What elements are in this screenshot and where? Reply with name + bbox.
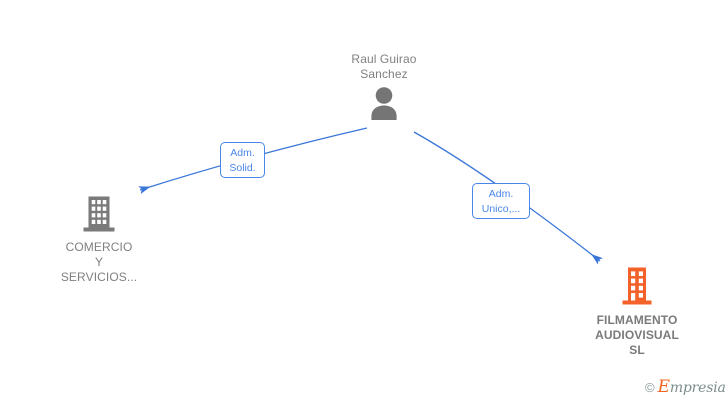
person-node[interactable]: Raul Guirao Sanchez xyxy=(309,52,459,120)
building-icon xyxy=(83,196,115,232)
relation-label-adm-unico[interactable]: Adm. Unico,... xyxy=(472,183,530,219)
company-node-filmamento[interactable]: FILMAMENTO AUDIOVISUAL SL xyxy=(557,266,717,358)
company-name-label: COMERCIO Y SERVICIOS... xyxy=(60,240,138,284)
empresia-logo-capital: E xyxy=(657,376,670,397)
empresia-logo: Empresia xyxy=(657,376,726,397)
building-icon xyxy=(622,267,652,305)
company-node-comercio[interactable]: COMERCIO Y SERVICIOS... xyxy=(24,195,174,285)
person-icon xyxy=(371,87,397,120)
relation-label-adm-solid[interactable]: Adm. Solid. xyxy=(220,142,265,178)
company-name-label: FILMAMENTO AUDIOVISUAL SL xyxy=(595,313,679,357)
person-name-label: Raul Guirao Sanchez xyxy=(351,52,417,81)
empresia-logo-text: mpresia xyxy=(669,379,726,396)
empresia-watermark: © Empresia xyxy=(645,377,726,397)
copyright-icon: © xyxy=(645,379,655,395)
